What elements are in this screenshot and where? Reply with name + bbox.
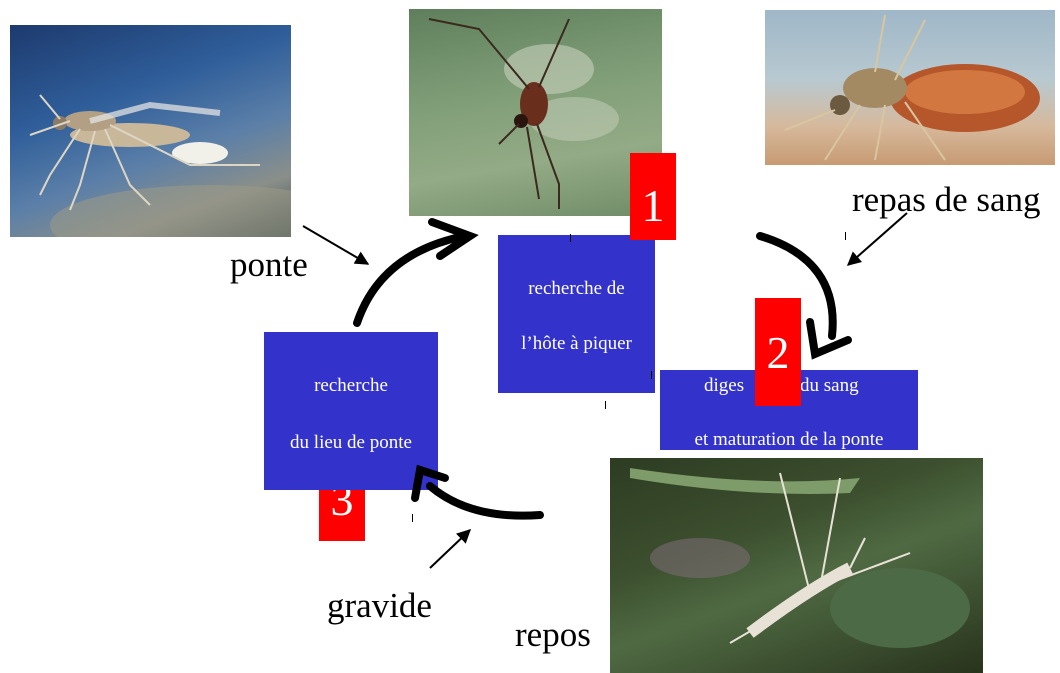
pointer-repas [848,213,907,265]
cycle-arrow-repas [760,236,833,336]
pointer-ponte [303,226,368,264]
pointer-gravide [430,530,470,568]
cycle-arrow-gravide [430,486,540,516]
